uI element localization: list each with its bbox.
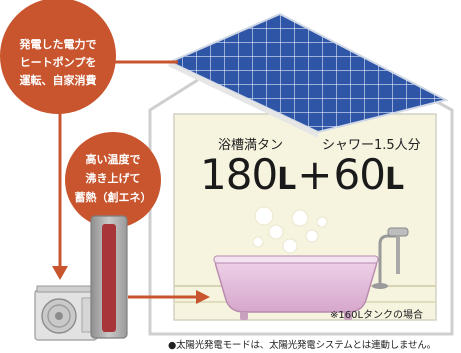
shower-value: 60 — [333, 150, 386, 199]
tank-size-note: ※160Lタンクの場合 — [330, 310, 424, 321]
storage-tank — [90, 215, 128, 339]
bubble-power-line: 運転、自家消費 — [19, 74, 97, 87]
shower-fixture — [372, 227, 409, 289]
arrow-down-head — [52, 266, 68, 280]
bubble-power-line: 発電した電力で — [19, 38, 97, 51]
plus-sign: + — [297, 150, 332, 199]
bubble-heat-line: 蓄熱（創エネ） — [74, 191, 152, 204]
bubble-power-line: ヒートポンプを — [19, 56, 97, 69]
bathtub — [213, 255, 379, 320]
bath-unit: L — [277, 162, 296, 197]
solar-panel — [167, 12, 449, 138]
bubble-heat-line: 沸き上げて — [85, 172, 141, 185]
bubble-heat — [65, 132, 161, 228]
bath-capacity-label: 浴槽満タン — [218, 138, 284, 153]
bath-value: 180 — [200, 150, 278, 199]
bubble-heat-line: 高い温度で — [85, 153, 141, 166]
bubble-power — [0, 0, 116, 114]
heat-pump-unit — [34, 285, 98, 341]
footnote: ●太陽光発電モードは、太陽光発電システムとは連動しません。 — [168, 340, 436, 351]
steam — [252, 206, 328, 254]
shower-capacity-label: シャワー1.5人分 — [322, 138, 421, 153]
capacity-figure: 180L+60L — [200, 150, 404, 199]
arrow-right-head — [196, 290, 210, 304]
bubble-heat-text: 高い温度で 沸き上げて 蓄熱（創エネ） — [66, 150, 160, 207]
shower-unit: L — [384, 162, 404, 197]
bubble-power-text: 発電した電力で ヒートポンプを 運転、自家消費 — [0, 36, 116, 90]
